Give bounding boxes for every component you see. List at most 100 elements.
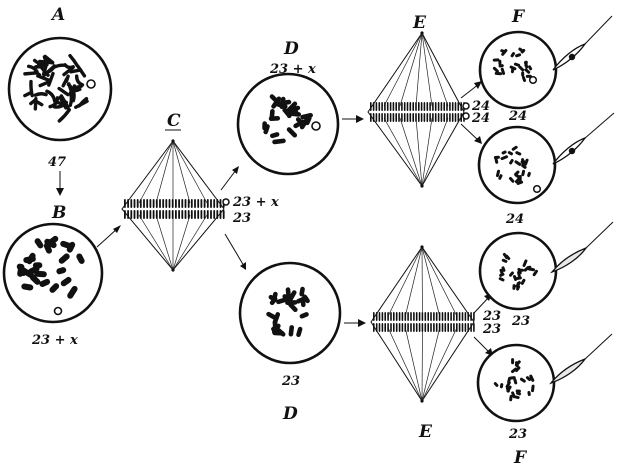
plate-chromosome: [473, 323, 475, 332]
plate-chromosome: [402, 312, 404, 321]
plate-chromosome: [395, 113, 397, 122]
plate-chromosome: [384, 102, 386, 111]
plate-chromosome: [413, 312, 415, 321]
plate-chromosome: [156, 210, 158, 219]
plate-chromosome: [201, 199, 203, 208]
plate-chromosome: [443, 102, 445, 111]
plate-chromosome: [376, 323, 378, 332]
spindle-fiber: [422, 247, 440, 316]
spindle-fiber: [422, 247, 457, 316]
spindle-fiber: [139, 215, 173, 270]
plate-chromosome: [435, 113, 437, 122]
count-f2: 24: [505, 212, 524, 227]
plate-chromosome: [427, 113, 429, 122]
plate-chromosome: [175, 210, 177, 219]
arrow-e-to-f4: [474, 337, 490, 353]
spindle-fiber: [173, 215, 207, 270]
plate-chromosome: [413, 323, 415, 332]
plate-chromosome: [436, 323, 438, 332]
chromosome: [272, 330, 284, 335]
plate-chromosome: [165, 210, 167, 219]
plate-chromosome: [439, 312, 441, 321]
plate-chromosome: [441, 113, 443, 122]
spindle-fiber: [422, 33, 432, 106]
plate-chromosome: [410, 312, 412, 321]
plate-chromosome: [393, 312, 395, 321]
plate-chromosome: [204, 199, 206, 208]
plate-chromosome: [405, 323, 407, 332]
plate-chromosome: [379, 102, 381, 111]
plate-chromosome: [213, 199, 215, 208]
plate-chromosome: [442, 312, 444, 321]
plate-chromosome: [399, 323, 401, 332]
spindle-fiber: [388, 328, 422, 401]
spindle-fiber: [405, 247, 422, 316]
count-e-bottom-2: 23: [482, 322, 501, 337]
plate-chromosome: [462, 323, 464, 332]
spindle-fiber: [422, 328, 423, 401]
plate-chromosome: [162, 199, 164, 208]
cell-d-top-accessory-chromosome: [312, 122, 320, 130]
plate-chromosome: [430, 323, 432, 332]
cell-f4: [478, 345, 554, 421]
plate-chromosome: [427, 323, 429, 332]
plate-chromosome: [416, 323, 418, 332]
plate-chromosome: [453, 323, 455, 332]
plate-chromosome: [449, 113, 451, 122]
plate-chromosome: [443, 113, 445, 122]
spindle-pole: [420, 184, 423, 187]
plate-chromosome: [438, 113, 440, 122]
plate-chromosome: [169, 210, 171, 219]
sperm-4: [551, 334, 612, 383]
plate-chromosome: [153, 199, 155, 208]
spindle-e-top-accessory-2: [463, 113, 469, 119]
plate-chromosome: [429, 102, 431, 111]
plate-chromosome: [370, 113, 372, 122]
plate-chromosome: [172, 210, 174, 219]
plate-chromosome: [146, 210, 148, 219]
plate-chromosome: [419, 323, 421, 332]
cell-b: [4, 224, 102, 322]
spindle-fiber: [405, 328, 422, 401]
plate-chromosome: [449, 102, 451, 111]
cell-f2: [479, 127, 555, 203]
plate-chromosome: [381, 113, 383, 122]
plate-chromosome: [438, 102, 440, 111]
plate-chromosome: [415, 113, 417, 122]
count-e-top-2: 24: [471, 111, 490, 126]
plate-chromosome: [181, 199, 183, 208]
plate-chromosome: [433, 323, 435, 332]
plate-chromosome: [210, 199, 212, 208]
plate-chromosome: [143, 210, 145, 219]
plate-chromosome: [412, 102, 414, 111]
sperm-2: [553, 113, 614, 164]
plate-chromosome: [379, 323, 381, 332]
plate-chromosome: [410, 323, 412, 332]
cell-f2-accessory-chromosome: [534, 186, 541, 193]
plate-chromosome: [381, 102, 383, 111]
spindle-fiber: [388, 247, 422, 316]
cell-d-bottom: [240, 263, 340, 363]
plate-chromosome: [172, 199, 174, 208]
arrow-b-to-c: [97, 228, 118, 247]
plate-chromosome: [384, 113, 386, 122]
cell-a: [9, 38, 111, 140]
plate-chromosome: [427, 102, 429, 111]
arrow-c-to-d-bottom: [225, 234, 244, 266]
plate-chromosome: [456, 323, 458, 332]
plate-chromosome: [376, 102, 378, 111]
plate-chromosome: [137, 210, 139, 219]
plate-chromosome: [425, 323, 427, 332]
plate-chromosome: [181, 210, 183, 219]
arrow-e-to-f2: [461, 124, 479, 141]
spindle-fiber: [173, 141, 207, 203]
plate-chromosome: [395, 102, 397, 111]
plate-chromosome: [178, 210, 180, 219]
count-a: 47: [48, 155, 66, 170]
plate-chromosome: [432, 113, 434, 122]
label-e-bottom: E: [418, 422, 433, 442]
plate-chromosome: [432, 102, 434, 111]
plate-chromosome: [143, 199, 145, 208]
sperm-1: [553, 16, 612, 70]
plate-chromosome: [447, 323, 449, 332]
